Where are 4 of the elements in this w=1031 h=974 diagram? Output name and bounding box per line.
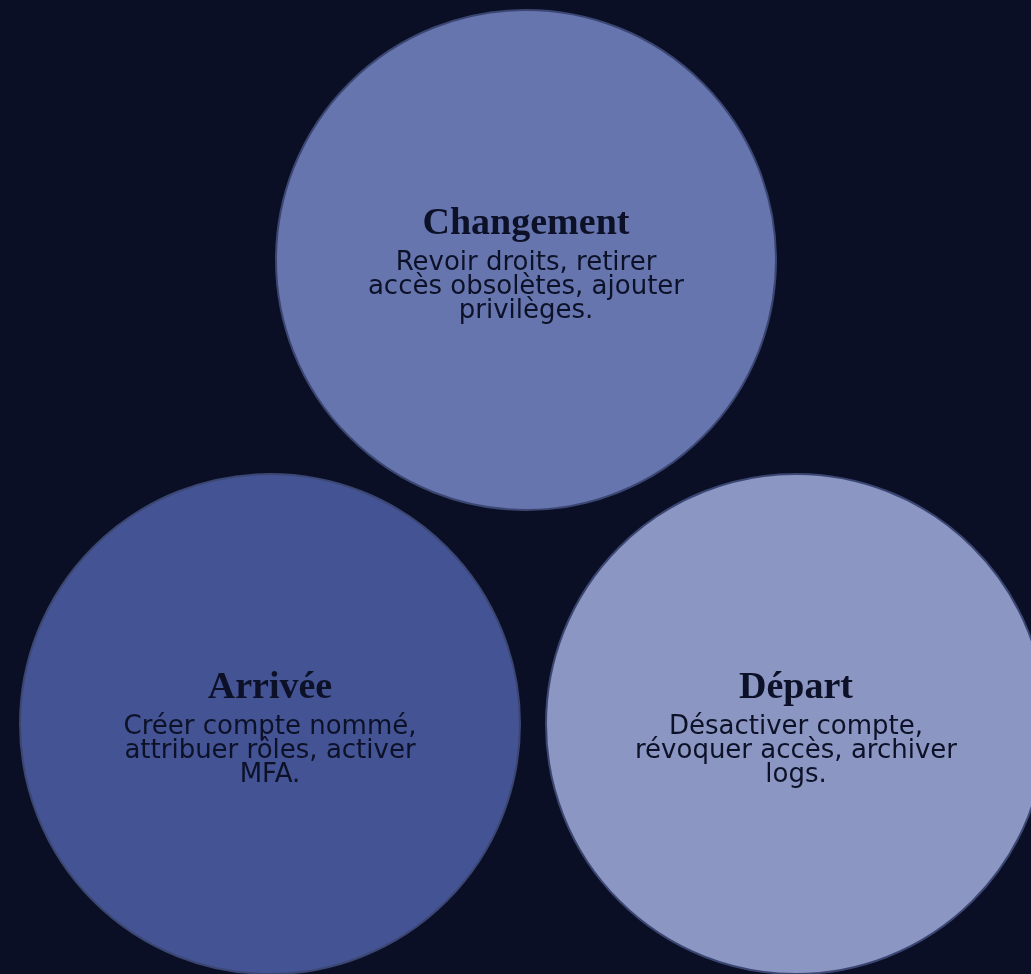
- circle-title: Départ: [739, 663, 853, 707]
- circle-title: Changement: [422, 199, 630, 243]
- circle-description: Créer compte nommé, attribuer rôles, activer MFA.: [122, 713, 418, 785]
- circle-title: Arrivée: [207, 663, 333, 707]
